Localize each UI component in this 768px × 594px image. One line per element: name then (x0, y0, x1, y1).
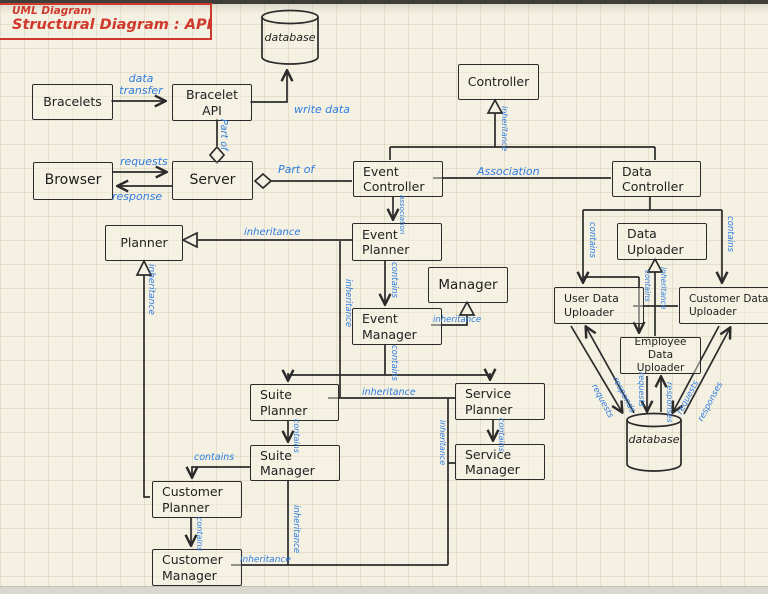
label-sp-svcp-inheritance: inheritance (362, 387, 416, 398)
label-requests: requests (120, 155, 168, 168)
label-du-edu-inheritance: inheritance (659, 267, 668, 310)
label-svcp-svcm-contains: contains (497, 418, 506, 452)
database-bottom-label: database (628, 433, 680, 446)
node-customer-manager: Customer Manager (152, 549, 242, 586)
node-customer-data-uploader: Customer Data Uploader (679, 287, 768, 324)
label-sm-cp-contains: contains (194, 452, 235, 463)
edge-em-manager (431, 316, 468, 326)
node-employee-data-uploader: Employee Data Uploader (620, 336, 701, 374)
top-shadow (0, 4, 768, 14)
label-dc-cdu-contains: contains (725, 216, 735, 252)
label-response: response (112, 190, 163, 203)
node-browser: Browser (33, 162, 113, 200)
triangle-planner-right (181, 231, 198, 249)
node-bracelets: Bracelets (32, 84, 113, 120)
node-event-manager: Event Manager (352, 308, 442, 345)
node-service-planner: Service Planner (455, 383, 545, 420)
edge-controllers-inheritance (389, 113, 656, 160)
edge-em-down (288, 344, 490, 376)
label-ep-em-contains: contains (389, 262, 399, 298)
label-dc-edu-contains: contains (643, 270, 652, 302)
label-dc-udu-contains: contains (587, 222, 597, 258)
label-cp-cm-contains: contains (195, 517, 204, 551)
diamond-server-top (208, 145, 226, 165)
node-bracelet-api: Bracelet API (172, 84, 252, 121)
edge-sm-customer-planner (192, 466, 250, 477)
label-sm-inheritance: inheritance (291, 505, 301, 554)
label-server-part-of: Part of (278, 163, 315, 176)
label-ep-planner-inheritance: inheritance (244, 227, 301, 238)
node-server: Server (172, 161, 253, 200)
label-ep-sp-inheritance: inheritance (343, 279, 353, 328)
node-event-controller: Event Controller (353, 161, 443, 197)
title-line2: Structural Diagram : API (12, 17, 213, 33)
label-api-part-of: Part of (218, 119, 229, 151)
label-planner-cp-inheritance: inheritance (146, 264, 156, 315)
label-write-data: write data (294, 103, 350, 116)
edge-bottom-inheritance-net (231, 398, 455, 566)
label-sp-sm-contains: contains (292, 419, 301, 453)
title-box (0, 3, 212, 40)
node-suite-planner: Suite Planner (250, 384, 339, 421)
database-top-label: database (264, 31, 316, 44)
label-controller-inheritance: inheritance (500, 106, 509, 152)
label-cm-inheritance: inheritance (240, 555, 291, 565)
node-service-manager: Service Manager (455, 444, 545, 480)
node-data-uploader: Data Uploader (617, 223, 707, 260)
node-customer-planner: Customer Planner (152, 481, 242, 518)
diamond-server-right (253, 172, 273, 190)
node-manager: Manager (428, 267, 508, 303)
triangle-manager-bottom (458, 300, 476, 316)
label-db-mid-responses: responses (665, 382, 674, 423)
window-bottom-edge (0, 586, 768, 594)
window-top-edge (0, 0, 768, 4)
label-svcm-inheritance: inheritance (438, 420, 447, 466)
edge-api-database (250, 71, 287, 103)
label-data-transfer: data transfer (119, 72, 163, 97)
title-line1: UML Diagram (12, 5, 92, 17)
edge-dc-bracket (583, 196, 722, 211)
database-bottom-cylinder (626, 412, 682, 472)
edge-db-left-up (586, 327, 635, 414)
node-planner: Planner (105, 225, 183, 261)
label-em-contains: contains (389, 345, 399, 381)
node-event-planner: Event Planner (352, 223, 442, 261)
edge-planner-customer-planner (143, 275, 150, 498)
edge-db-right-up (683, 328, 730, 415)
node-data-controller: Data Controller (612, 161, 701, 197)
node-user-data-uploader: User Data Uploader (554, 287, 644, 324)
node-controller: Controller (458, 64, 539, 100)
label-association: Association (477, 165, 540, 178)
edge-db-left-down (570, 325, 622, 412)
label-em-manager-inheritance: inheritance (433, 315, 482, 325)
label-db-mid-requests: requests (637, 372, 646, 407)
node-suite-manager: Suite Manager (250, 445, 340, 481)
edge-db-right-down (673, 325, 720, 412)
database-top-cylinder (261, 9, 319, 65)
label-ec-ep-association: association (398, 195, 406, 235)
